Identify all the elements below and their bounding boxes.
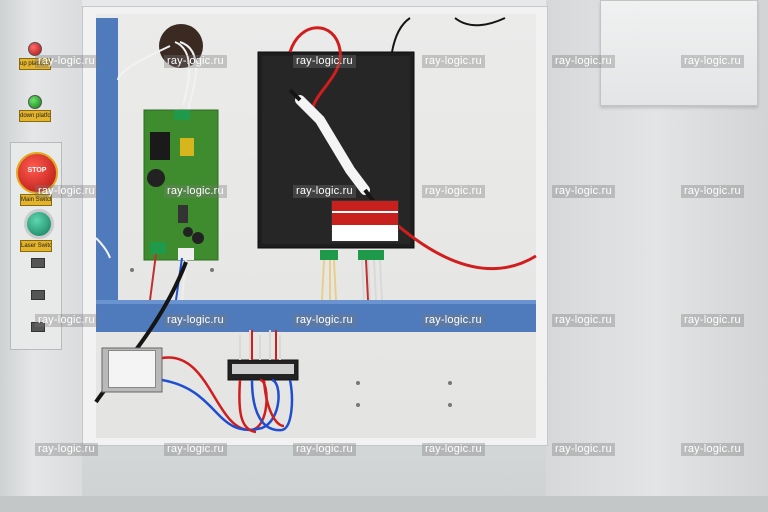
- hv-connector: [295, 95, 370, 195]
- watermark: ray-logic.ru: [293, 314, 356, 327]
- warning-label: [331, 200, 399, 242]
- watermark: ray-logic.ru: [552, 185, 615, 198]
- watermark: ray-logic.ru: [164, 314, 227, 327]
- watermark: ray-logic.ru: [164, 185, 227, 198]
- watermark: ray-logic.ru: [164, 55, 227, 68]
- watermark: ray-logic.ru: [35, 443, 98, 456]
- watermark: ray-logic.ru: [293, 55, 356, 68]
- watermark: ray-logic.ru: [422, 185, 485, 198]
- upper-enclosure-box: [600, 0, 758, 106]
- laser-switch-button[interactable]: [24, 209, 54, 239]
- down-platform-label: down platform: [19, 110, 51, 122]
- horizontal-blue-rail: [96, 300, 536, 332]
- white-wires: [117, 45, 171, 81]
- panel-slot: [31, 258, 45, 268]
- laser-switch-label: Laser Switch: [20, 240, 52, 252]
- emergency-stop-button[interactable]: STOP: [16, 152, 58, 194]
- watermark: ray-logic.ru: [293, 185, 356, 198]
- watermark: ray-logic.ru: [35, 314, 98, 327]
- watermark: ray-logic.ru: [552, 314, 615, 327]
- watermark: ray-logic.ru: [422, 55, 485, 68]
- up-platform-indicator: [28, 42, 42, 56]
- watermark: ray-logic.ru: [552, 55, 615, 68]
- down-platform-indicator: [28, 95, 42, 109]
- watermark: ray-logic.ru: [164, 443, 227, 456]
- watermark: ray-logic.ru: [35, 185, 98, 198]
- watermark: ray-logic.ru: [681, 185, 744, 198]
- cabinet-base-strip: [0, 496, 768, 512]
- stop-label: STOP: [27, 167, 47, 174]
- watermark: ray-logic.ru: [681, 314, 744, 327]
- watermark: ray-logic.ru: [681, 443, 744, 456]
- watermark: ray-logic.ru: [681, 55, 744, 68]
- up-platform-label: up platform: [19, 58, 51, 70]
- watermark: ray-logic.ru: [422, 443, 485, 456]
- mains-filter-label: [108, 350, 156, 388]
- panel-slot: [31, 290, 45, 300]
- watermark: ray-logic.ru: [552, 443, 615, 456]
- panel-slot: [31, 322, 45, 332]
- vertical-blue-rail: [96, 18, 118, 302]
- watermark: ray-logic.ru: [293, 443, 356, 456]
- watermark: ray-logic.ru: [422, 314, 485, 327]
- main-switch-label: Main Switch: [20, 194, 52, 206]
- high-voltage-red-wire: [288, 26, 342, 121]
- watermark: ray-logic.ru: [35, 55, 98, 68]
